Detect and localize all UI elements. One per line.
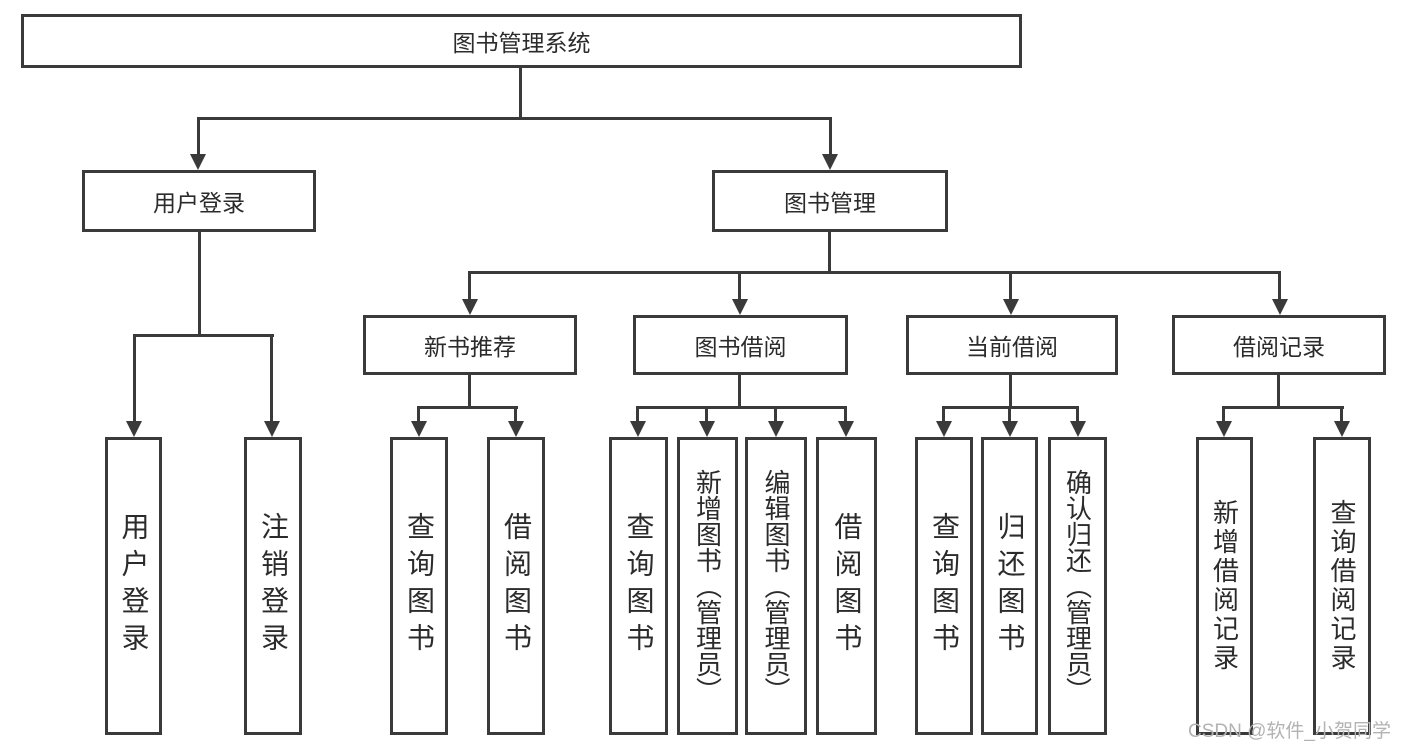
connector-line [1340, 406, 1343, 425]
leaf-rec-add-record: 新增借阅记录 [1196, 437, 1253, 735]
arrow-down-icon [822, 154, 838, 170]
arrow-down-icon [126, 421, 142, 437]
connector-line [468, 271, 1281, 274]
connector-line [270, 334, 273, 425]
connector-line [738, 271, 741, 303]
leaf-logout-label: 注销登录 [258, 512, 289, 660]
arrow-down-icon [1334, 421, 1350, 437]
leaf-bw-add-book-admin-label: 新增图书（管理员） [692, 469, 723, 703]
connector-line [468, 271, 471, 303]
arrow-down-icon [1070, 421, 1086, 437]
node-root-label: 图书管理系统 [452, 30, 591, 56]
arrow-down-icon [936, 421, 952, 437]
node-user-login: 用户登录 [82, 170, 316, 232]
connector-line [942, 406, 945, 425]
leaf-nb-borrow-book-label: 借阅图书 [501, 512, 532, 660]
leaf-nb-query-book-label: 查询图书 [404, 512, 435, 660]
leaf-cb-return-book: 归还图书 [981, 437, 1038, 735]
arrow-down-icon [1216, 421, 1232, 437]
leaf-logout: 注销登录 [244, 437, 302, 735]
leaf-bw-add-book-admin: 新增图书（管理员） [677, 437, 738, 735]
arrow-down-icon [1002, 421, 1018, 437]
arrow-down-icon [411, 421, 427, 437]
connector-line [1009, 373, 1012, 408]
leaf-bw-query-book-label: 查询图书 [623, 512, 655, 660]
leaf-nb-query-book: 查询图书 [390, 437, 448, 735]
leaf-bw-borrow-book-label: 借阅图书 [831, 512, 863, 660]
arrow-down-icon [699, 421, 715, 437]
node-book-borrow-label: 图书借阅 [694, 334, 787, 360]
leaf-bw-edit-book-admin: 编辑图书（管理员） [745, 437, 807, 735]
leaf-cb-confirm-return-admin: 确认归还（管理员） [1048, 437, 1107, 735]
connector-line [133, 334, 136, 425]
connector-line [1076, 406, 1079, 425]
node-root: 图书管理系统 [21, 14, 1022, 68]
leaf-user-login: 用户登录 [105, 437, 162, 735]
node-current-borrow-label: 当前借阅 [966, 334, 1058, 360]
arrow-down-icon [630, 421, 646, 437]
leaf-cb-query-book-label: 查询图书 [929, 512, 960, 660]
arrow-down-icon [462, 299, 478, 315]
connector-line [844, 406, 847, 425]
leaf-cb-query-book: 查询图书 [915, 437, 973, 735]
node-current-borrow: 当前借阅 [906, 315, 1118, 375]
leaf-rec-add-record-label: 新增借阅记录 [1209, 499, 1240, 673]
connector-line [198, 230, 201, 336]
leaf-user-login-label: 用户登录 [118, 512, 150, 660]
connector-line [197, 117, 200, 158]
connector-line [1008, 406, 1011, 425]
leaf-rec-query-record-label: 查询借阅记录 [1327, 499, 1357, 673]
arrow-down-icon [1003, 299, 1019, 315]
arrow-down-icon [508, 421, 524, 437]
connector-line [197, 117, 832, 120]
connector-line [738, 373, 741, 408]
connector-line [1222, 406, 1225, 425]
leaf-nb-borrow-book: 借阅图书 [487, 437, 545, 735]
connector-line [519, 66, 522, 119]
arrow-down-icon [264, 421, 280, 437]
connector-line [705, 406, 708, 425]
connector-line [468, 373, 471, 408]
connector-line [636, 406, 639, 425]
arrow-down-icon [1272, 299, 1288, 315]
node-book-borrow: 图书借阅 [633, 315, 848, 375]
arrow-down-icon [838, 421, 854, 437]
leaf-cb-return-book-label: 归还图书 [994, 512, 1026, 660]
connector-line [829, 117, 832, 158]
leaf-bw-borrow-book: 借阅图书 [816, 437, 877, 735]
connector-line [1277, 373, 1280, 408]
connector-line [417, 406, 518, 409]
watermark: CSDN @软件_小贺同学 [1188, 721, 1391, 742]
node-book-management-label: 图书管理 [784, 190, 876, 216]
connector-line [828, 230, 831, 274]
connector-line [1009, 271, 1012, 303]
node-borrow-records-label: 借阅记录 [1233, 334, 1325, 360]
leaf-cb-confirm-return-admin-label: 确认归还（管理员） [1062, 469, 1093, 703]
node-new-book-recommend-label: 新书推荐 [424, 334, 516, 360]
connector-line [133, 334, 274, 337]
connector-line [1278, 271, 1281, 303]
node-new-book-recommend: 新书推荐 [363, 315, 577, 375]
arrow-down-icon [768, 421, 784, 437]
leaf-bw-edit-book-admin-label: 编辑图书（管理员） [761, 469, 791, 703]
leaf-rec-query-record: 查询借阅记录 [1313, 437, 1371, 735]
node-user-login-label: 用户登录 [153, 190, 245, 216]
connector-line [636, 406, 847, 409]
node-book-management: 图书管理 [712, 170, 948, 232]
node-borrow-records: 借阅记录 [1172, 315, 1386, 375]
connector-line [417, 406, 420, 425]
connector-line [514, 406, 517, 425]
connector-line [1222, 406, 1344, 409]
connector-line [774, 406, 777, 425]
arrow-down-icon [732, 299, 748, 315]
arrow-down-icon [190, 154, 206, 170]
leaf-bw-query-book: 查询图书 [609, 437, 668, 735]
